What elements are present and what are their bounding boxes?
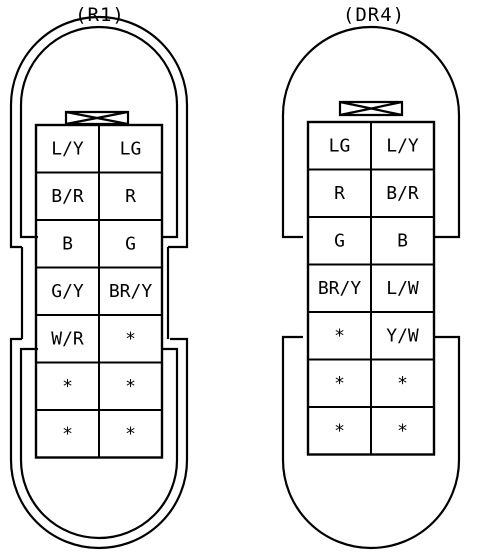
r1-pin-label: W/R [51, 328, 84, 349]
r1-pin-cell [98, 409, 163, 459]
r1-outline [9, 15, 189, 550]
dr4-pin-grid: LG L/Y R B/R G B BR/Y L/W * Y/W * * * * [306, 120, 436, 456]
r1-inner-outline [19, 25, 179, 540]
dr4-pin-label: * [397, 373, 408, 394]
r1-pin-label: * [125, 328, 136, 349]
dr4-pin-label: * [334, 373, 345, 394]
dr4-pin-label: B/R [386, 183, 419, 204]
r1-pin-label: G/Y [51, 281, 84, 302]
dr4-pin-cell [370, 406, 435, 456]
connector-label-r1: (R1) [75, 4, 125, 26]
r1-pin-label: R [125, 186, 136, 207]
r1-pin-label: * [125, 376, 136, 397]
r1-pin-label: * [62, 376, 73, 397]
dr4-pin-label: Y/W [386, 325, 419, 346]
r1-pin-label: L/Y [51, 138, 84, 159]
dr4-pin-label: L/W [386, 278, 419, 299]
r1-pin-label: B [62, 233, 73, 254]
r1-pin-grid: L/Y LG B/R R B G G/Y BR/Y W/R * * * * * [34, 123, 164, 459]
dr4-pin-label: G [334, 230, 345, 251]
dr4-outline [281, 25, 461, 550]
dr4-pin-label: BR/Y [318, 278, 362, 299]
r1-pin-label: LG [120, 138, 142, 159]
r1-pin-label: B/R [51, 186, 84, 207]
dr4-pin-label: B [397, 230, 408, 251]
r1-latch [64, 110, 130, 126]
dr4-pin-label: * [334, 325, 345, 346]
dr4-pin-label: R [334, 183, 345, 204]
r1-pin-label: * [125, 423, 136, 444]
dr4-pin-label: * [397, 420, 408, 441]
connector-label-dr4: (DR4) [342, 4, 406, 26]
dr4-pin-label: LG [329, 135, 351, 156]
r1-pin-label: * [62, 423, 73, 444]
dr4-pin-label: L/Y [386, 135, 419, 156]
dr4-latch [338, 100, 404, 117]
r1-pin-label: BR/Y [109, 281, 153, 302]
r1-pin-label: G [125, 233, 136, 254]
dr4-pin-label: * [334, 420, 345, 441]
